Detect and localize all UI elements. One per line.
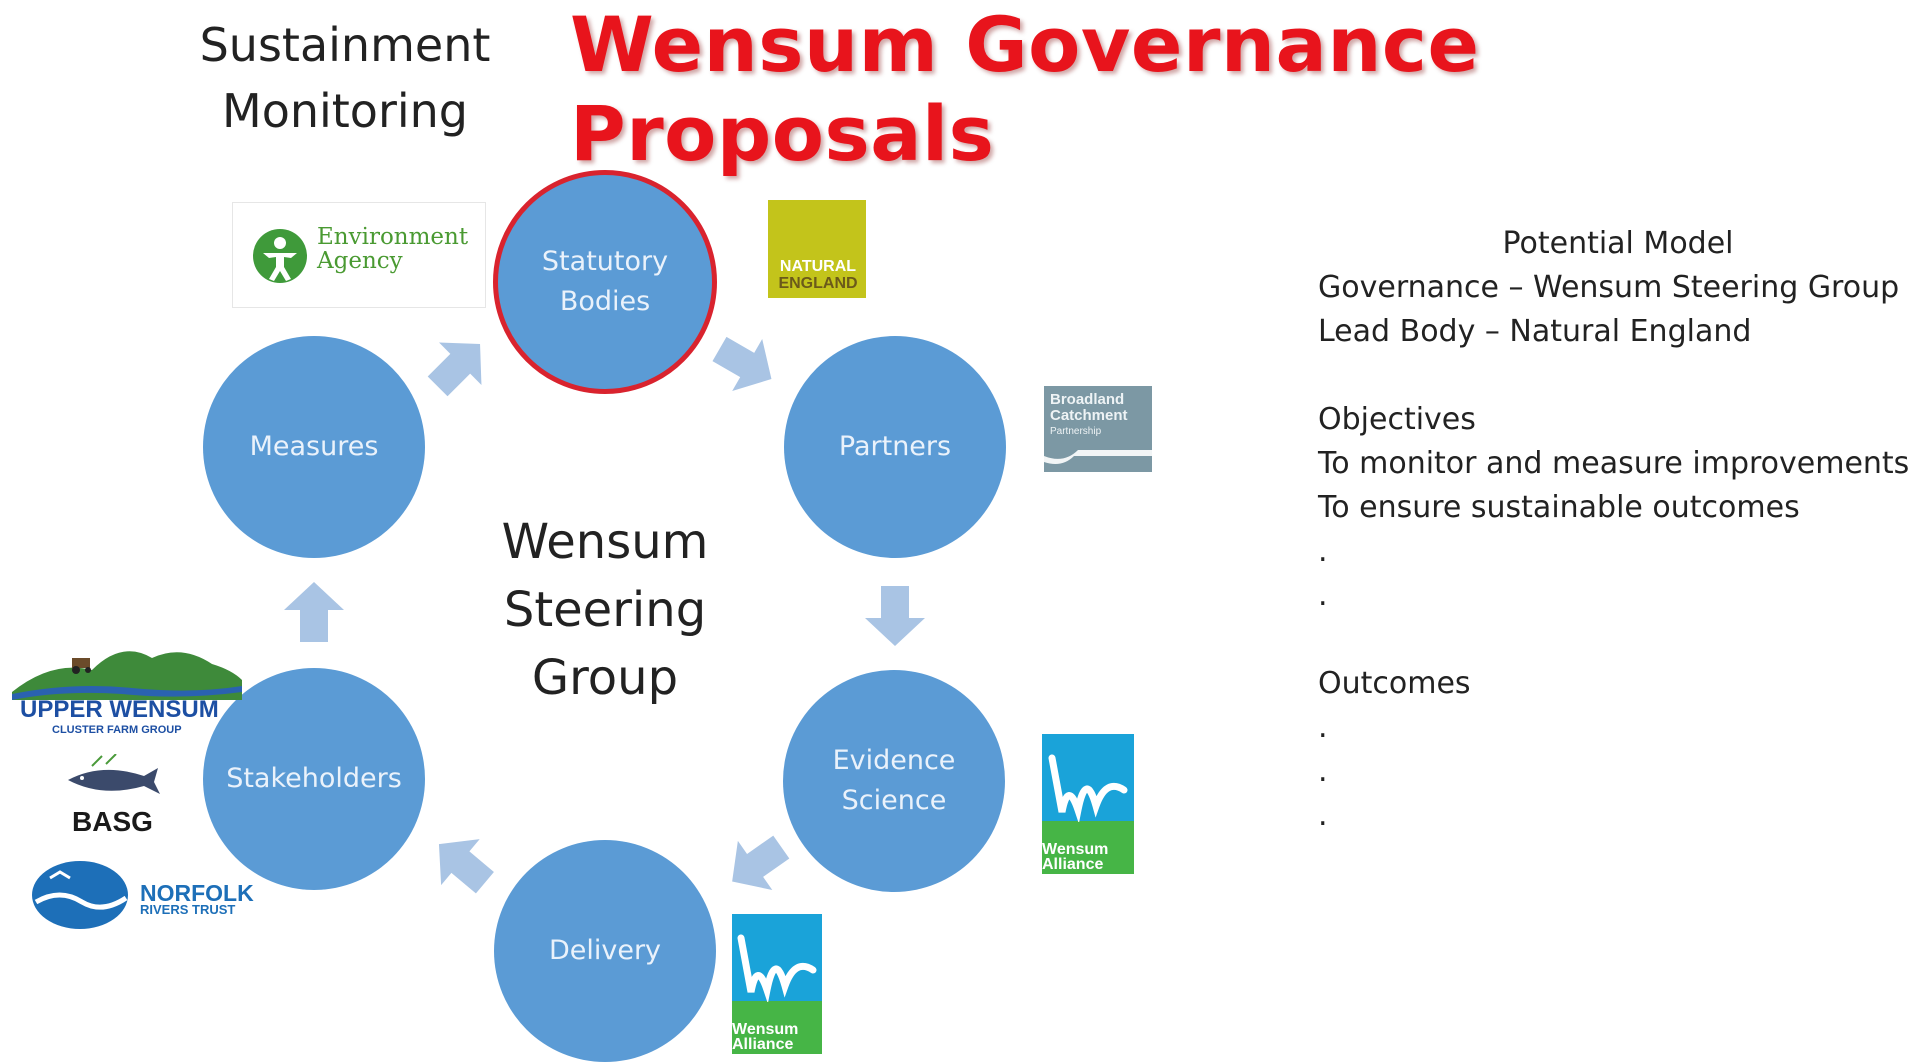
arrow-partners-to-evidence — [865, 586, 925, 646]
bcp-logo-line-1: Broadland — [1050, 391, 1125, 408]
wa-right-line-2: Alliance — [1042, 856, 1104, 873]
norfolk-rivers-title: NORFOLK — [140, 880, 254, 906]
upper-wensum-title: UPPER WENSUM — [20, 696, 219, 723]
node-stakeholders: Stakeholders — [203, 668, 425, 890]
node-statutory-bodies: Statutory Bodies — [493, 170, 717, 394]
objective-1: To monitor and measure improvements — [1318, 446, 1910, 481]
objective-bullet-2: . — [1318, 578, 1328, 613]
bcp-logo-line-2: Catchment — [1050, 407, 1128, 424]
objective-2: To ensure sustainable outcomes — [1318, 490, 1800, 525]
sustainment-line-1: Sustainment — [199, 18, 491, 72]
wensum-alliance-logo-right: Wensum Alliance — [1042, 734, 1134, 874]
node-evidence-science: Evidence Science — [783, 670, 1005, 892]
upper-wensum-landscape-icon — [12, 651, 242, 700]
wa-bottom-line-2: Alliance — [732, 1036, 794, 1053]
ea-logo-line-2: Agency — [317, 248, 403, 274]
node-evidence-line-2: Science — [841, 785, 947, 816]
bcp-logo-line-3: Partnership — [1050, 426, 1102, 437]
broadland-catchment-logo: Broadland Catchment Partnership — [1044, 386, 1152, 472]
objective-bullet-1: . — [1318, 534, 1328, 569]
basg-fish-icon — [68, 754, 160, 794]
basg-label: BASG — [72, 806, 153, 837]
norfolk-rivers-trust-icon — [32, 861, 128, 929]
wa-bottom-line-1: Wensum — [732, 1021, 799, 1038]
center-label-line-3: Group — [531, 650, 679, 706]
ea-logo-line-1: Environment — [317, 224, 469, 250]
arrow-measures-to-statutory — [416, 322, 502, 408]
environment-agency-icon — [253, 229, 307, 283]
node-statutory-line-1: Statutory — [541, 246, 669, 277]
arrow-stakeholders-to-measures — [284, 582, 344, 642]
outcome-bullet-3: . — [1318, 798, 1328, 833]
upper-wensum-subtitle: CLUSTER FARM GROUP — [52, 724, 182, 736]
outcome-bullet-1: . — [1318, 710, 1328, 745]
sustainment-monitoring-label: Sustainment Monitoring — [190, 12, 500, 144]
node-measures: Measures — [203, 336, 425, 558]
node-stakeholders-line-1: Stakeholders — [226, 763, 402, 794]
natural-england-logo: NATURAL ENGLAND — [768, 200, 866, 298]
wensum-wave-icon — [1048, 754, 1128, 822]
panel-governance: Governance – Wensum Steering Group — [1318, 270, 1900, 305]
center-label-line-1: Wensum — [501, 514, 709, 570]
arrow-evidence-to-delivery — [714, 822, 799, 907]
wa-right-line-1: Wensum — [1042, 841, 1109, 858]
node-partners: Partners — [784, 336, 1006, 558]
arrow-statutory-to-partners — [704, 323, 787, 405]
node-delivery: Delivery — [494, 840, 716, 1062]
wensum-alliance-logo-bottom: Wensum Alliance — [732, 914, 822, 1054]
center-label-wensum-steering-group: Wensum Steering Group — [470, 508, 740, 712]
center-label-line-2: Steering — [503, 582, 707, 638]
panel-heading: Potential Model — [1502, 226, 1734, 261]
sustainment-line-2: Monitoring — [222, 84, 468, 138]
ne-logo-line-2: ENGLAND — [778, 275, 858, 292]
outcomes-heading: Outcomes — [1318, 666, 1471, 701]
node-partners-line-1: Partners — [838, 431, 952, 462]
ne-logo-line-1: NATURAL — [779, 258, 857, 275]
page-title: Wensum Governance Proposals — [570, 0, 1480, 178]
norfolk-rivers-subtitle: RIVERS TRUST — [140, 902, 236, 917]
node-statutory-line-2: Bodies — [559, 286, 651, 317]
environment-agency-logo: Environment Agency — [232, 202, 486, 308]
potential-model-panel: Potential Model Governance – Wensum Stee… — [1318, 222, 1918, 838]
node-measures-line-1: Measures — [249, 431, 379, 462]
panel-lead-body: Lead Body – Natural England — [1318, 314, 1752, 349]
outcome-bullet-2: . — [1318, 754, 1328, 789]
wensum-wave-icon — [737, 934, 817, 1002]
broadland-wave-icon — [1044, 450, 1152, 472]
objectives-heading: Objectives — [1318, 402, 1476, 437]
node-delivery-line-1: Delivery — [548, 935, 662, 966]
node-evidence-line-1: Evidence — [832, 745, 956, 776]
arrow-delivery-to-stakeholders — [419, 821, 505, 906]
